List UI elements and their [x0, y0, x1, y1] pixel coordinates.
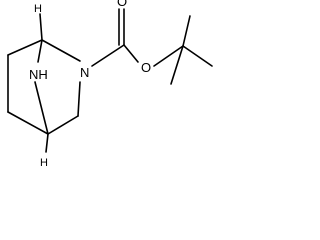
atom-label-n-amide: N — [80, 65, 89, 80]
bond-tert-c-methyl-top — [182, 15, 191, 47]
bond-c1-n2 — [41, 39, 81, 62]
atom-label-o-ester: O — [141, 60, 151, 75]
atom-label-h-top: H — [34, 3, 42, 15]
chemical-structure-diagram: N NH O O H H — [7, 0, 213, 169]
atom-label-n-amine: NH — [29, 67, 48, 82]
bond-n2-c3 — [77, 81, 81, 117]
bond-carbonyl-c-ester-o — [123, 44, 139, 63]
bond-c1-n7 — [37, 39, 43, 63]
atom-label-o-carbonyl: O — [117, 0, 127, 9]
bond-tert-c-methyl-right — [182, 45, 213, 67]
bond-n2-carbonyl-c — [91, 44, 125, 67]
bond-c1-c6 — [7, 39, 43, 56]
bond-c4-h-bottom — [45, 133, 49, 153]
bond-ester-o-tert-c — [153, 45, 184, 67]
bond-c1-h-top — [39, 13, 43, 41]
bond-c5-c4 — [7, 111, 49, 135]
bond-n7-c4 — [34, 81, 49, 135]
bond-c3-c4 — [47, 115, 79, 135]
bond-tert-c-methyl-bottom — [170, 45, 184, 85]
atom-label-h-bottom: H — [40, 157, 48, 169]
